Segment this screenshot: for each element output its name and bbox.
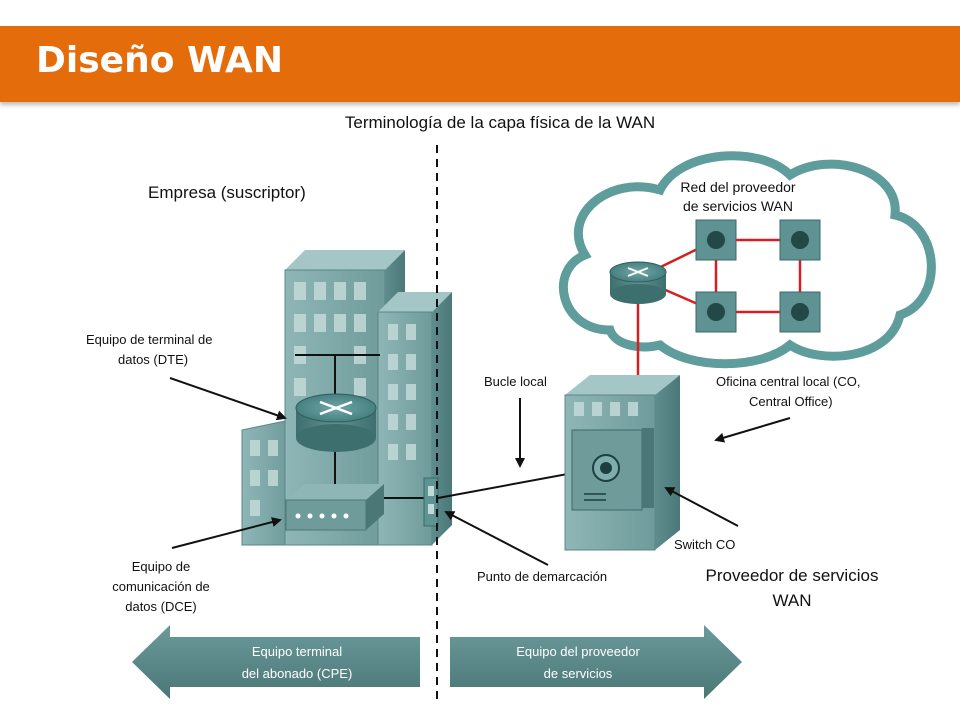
co-switch-icon (571, 428, 654, 511)
provider-cloud (558, 151, 936, 369)
cpe-arrow-line2: del abonado (CPE) (242, 666, 353, 681)
dte-pointer-arrow (169, 377, 287, 421)
co-label-line1: Oficina central local (CO, (716, 374, 861, 389)
dte-router-icon (295, 393, 377, 452)
switch-co-label: Switch CO (674, 537, 735, 552)
provider-switch-icon (779, 291, 821, 333)
demarc-label: Punto de demarcación (477, 569, 607, 584)
cloud-label-line1: Red del proveedor (680, 179, 796, 195)
dte-label-line1: Equipo de terminal de (86, 332, 212, 347)
title-bar: Diseño WAN (0, 26, 960, 102)
switch-pointer-arrow (664, 487, 739, 527)
cpe-arrow (132, 625, 420, 699)
provider-switch-icon (695, 219, 737, 261)
co-label-line2: Central Office) (749, 394, 833, 409)
dce-label-line1: Equipo de (132, 559, 191, 574)
dte-label-line2: datos (DTE) (118, 352, 188, 367)
demarc-pointer-arrow (444, 511, 549, 566)
provider-arrow-line1: Equipo del proveedor (516, 644, 640, 659)
co-pointer-arrow (714, 417, 791, 443)
provider-label-line2: WAN (772, 591, 811, 610)
cloud-label-line2: de servicios WAN (683, 198, 793, 214)
provider-label-line1: Proveedor de servicios (706, 566, 879, 585)
dce-pointer-arrow (171, 517, 282, 549)
dce-label-line2: comunicación de (112, 579, 210, 594)
cpe-arrow-line1: Equipo terminal (252, 644, 342, 659)
dce-label-line3: datos (DCE) (125, 599, 197, 614)
demarcation-point-icon (423, 477, 439, 527)
diagram-heading: Terminología de la capa física de la WAN (345, 113, 655, 132)
enterprise-label: Empresa (suscriptor) (148, 183, 306, 202)
provider-arrow-line2: de servicios (544, 666, 613, 681)
provider-switch-icon (779, 219, 821, 261)
dce-device-icon (285, 484, 384, 531)
slide-title: Diseño WAN (36, 40, 284, 81)
local-loop-label: Bucle local (484, 374, 547, 389)
provider-switch-icon (695, 291, 737, 333)
provider-equipment-arrow (450, 625, 742, 699)
provider-router-icon (609, 261, 667, 304)
